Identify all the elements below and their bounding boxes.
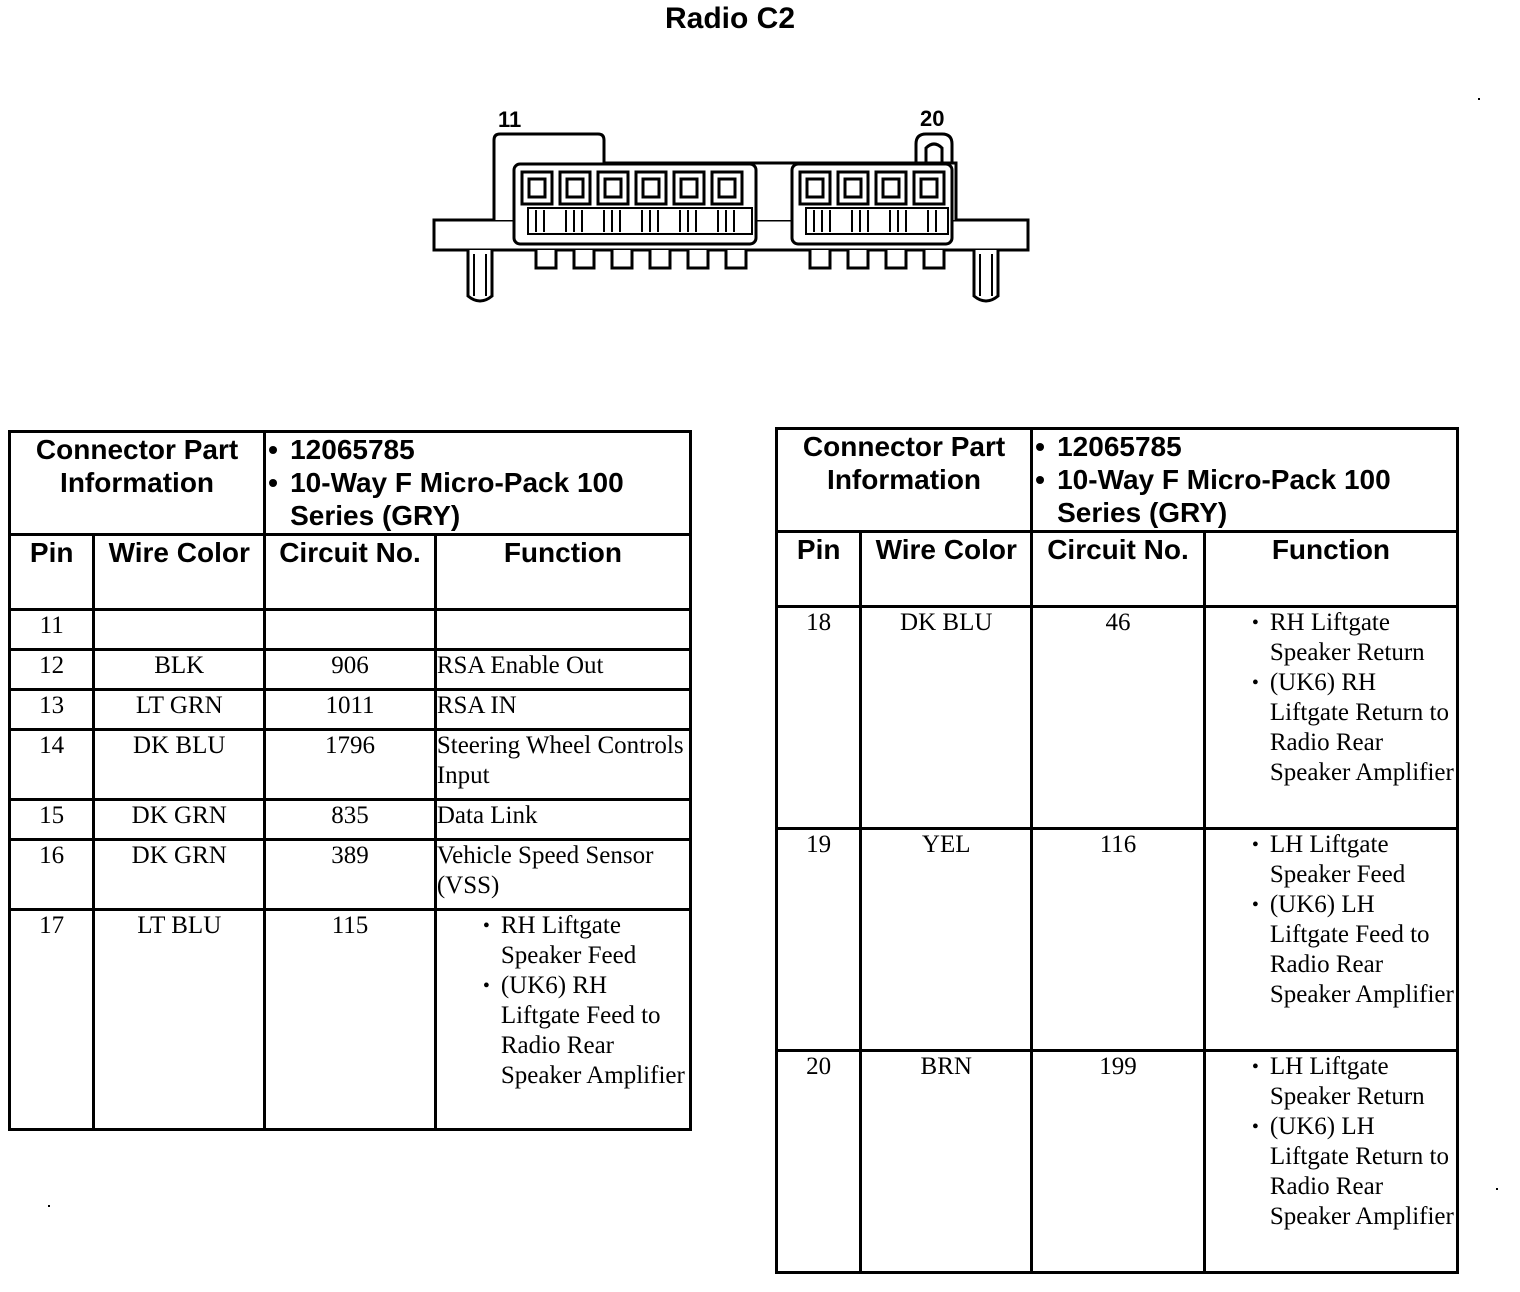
function-item: LH Liftgate Speaker Feed <box>1252 830 1456 890</box>
header-function: Function <box>1202 530 1460 608</box>
header-wire-color: Wire Color <box>859 530 1034 608</box>
connector-part-label: Connector Part Information <box>774 427 1034 533</box>
table-row: 13 LT GRN 1011 RSA IN <box>7 688 693 731</box>
wire-cell: DK GRN <box>92 838 267 911</box>
part-number: 12065785 <box>1033 430 1456 463</box>
connector-part-info: 12065785 10-Way F Micro-Pack 100 Series … <box>263 430 692 536</box>
header-row: Pin Wire Color Circuit No. Function <box>7 533 693 611</box>
table-row: 12 BLK 906 RSA Enable Out <box>7 648 693 691</box>
wire-cell <box>92 608 267 651</box>
function-item: (UK6) RH Liftgate Return to Radio Rear S… <box>1252 668 1456 788</box>
wire-cell: BRN <box>859 1049 1034 1274</box>
table-row: 20 BRN 199 LH Liftgate Speaker Return (U… <box>774 1049 1460 1274</box>
pin-cell: 13 <box>7 688 96 731</box>
header-row: Pin Wire Color Circuit No. Function <box>774 530 1460 608</box>
connector-part-label: Connector Part Information <box>7 430 267 536</box>
right-terminal-row <box>798 170 946 206</box>
function-item: RH Liftgate Speaker Return <box>1252 608 1456 668</box>
table-row: 15 DK GRN 835 Data Link <box>7 798 693 841</box>
part-number: 12065785 <box>266 433 689 466</box>
function-cell: RSA Enable Out <box>433 648 693 691</box>
pin-cell: 16 <box>7 838 96 911</box>
pin-cell: 18 <box>774 605 863 830</box>
header-wire-color: Wire Color <box>92 533 267 611</box>
left-terminal-row <box>520 170 744 206</box>
wire-cell: DK GRN <box>92 798 267 841</box>
circuit-cell: 199 <box>1030 1049 1206 1274</box>
table-row: 14 DK BLU 1796 Steering Wheel Controls I… <box>7 728 693 801</box>
pin-label-left: 11 <box>498 107 521 132</box>
wire-cell: DK BLU <box>92 728 267 801</box>
function-cell: Vehicle Speed Sensor (VSS) <box>433 838 693 911</box>
connector-part-info: 12065785 10-Way F Micro-Pack 100 Series … <box>1030 427 1459 533</box>
table-row: 11 <box>7 608 693 651</box>
function-cell: RSA IN <box>433 688 693 731</box>
function-cell <box>433 608 693 651</box>
function-item: (UK6) RH Liftgate Feed to Radio Rear Spe… <box>483 971 689 1091</box>
header-pin: Pin <box>774 530 863 608</box>
wire-cell: BLK <box>92 648 267 691</box>
function-item: (UK6) LH Liftgate Return to Radio Rear S… <box>1252 1112 1456 1232</box>
circuit-cell: 116 <box>1030 827 1206 1052</box>
scan-speck <box>1496 1188 1498 1190</box>
table-row: 19 YEL 116 LH Liftgate Speaker Feed (UK6… <box>774 827 1460 1052</box>
wire-cell: LT GRN <box>92 688 267 731</box>
part-description: 10-Way F Micro-Pack 100 Series (GRY) <box>1033 463 1456 529</box>
circuit-cell: 46 <box>1030 605 1206 830</box>
circuit-cell: 835 <box>263 798 437 841</box>
function-cell: RH Liftgate Speaker Return (UK6) RH Lift… <box>1202 605 1460 830</box>
function-cell: RH Liftgate Speaker Feed (UK6) RH Liftga… <box>433 908 693 1131</box>
scan-speck <box>1478 98 1480 100</box>
pin-cell: 14 <box>7 728 96 801</box>
header-circuit: Circuit No. <box>263 533 437 611</box>
function-cell: LH Liftgate Speaker Return (UK6) LH Lift… <box>1202 1049 1460 1274</box>
circuit-cell: 115 <box>263 908 437 1131</box>
function-item: RH Liftgate Speaker Feed <box>483 911 689 971</box>
pin-cell: 12 <box>7 648 96 691</box>
wire-cell: DK BLU <box>859 605 1034 830</box>
table-row: 18 DK BLU 46 RH Liftgate Speaker Return … <box>774 605 1460 830</box>
table-row: 17 LT BLU 115 RH Liftgate Speaker Feed (… <box>7 908 693 1131</box>
pinout-table-right: Connector Part Information 12065785 10-W… <box>774 427 1460 1274</box>
header-function: Function <box>433 533 693 611</box>
wire-cell: LT BLU <box>92 908 267 1131</box>
pinout-table-left: Connector Part Information 12065785 10-W… <box>7 430 693 1131</box>
circuit-cell: 906 <box>263 648 437 691</box>
pin-cell: 11 <box>7 608 96 651</box>
function-cell: Data Link <box>433 798 693 841</box>
function-cell: LH Liftgate Speaker Feed (UK6) LH Liftga… <box>1202 827 1460 1052</box>
circuit-cell <box>263 608 437 651</box>
header-pin: Pin <box>7 533 96 611</box>
function-item: (UK6) LH Liftgate Feed to Radio Rear Spe… <box>1252 890 1456 1010</box>
function-cell: Steering Wheel Controls Input <box>433 728 693 801</box>
part-description: 10-Way F Micro-Pack 100 Series (GRY) <box>266 466 689 532</box>
pin-cell: 17 <box>7 908 96 1131</box>
connector-diagram: 11 20 <box>432 106 1030 303</box>
circuit-cell: 1011 <box>263 688 437 731</box>
connector-part-row: Connector Part Information 12065785 10-W… <box>774 427 1459 533</box>
function-item: LH Liftgate Speaker Return <box>1252 1052 1456 1112</box>
wire-cell: YEL <box>859 827 1034 1052</box>
pin-cell: 15 <box>7 798 96 841</box>
pin-cell: 19 <box>774 827 863 1052</box>
connector-part-row: Connector Part Information 12065785 10-W… <box>7 430 692 536</box>
table-row: 16 DK GRN 389 Vehicle Speed Sensor (VSS) <box>7 838 693 911</box>
circuit-cell: 1796 <box>263 728 437 801</box>
page-title: Radio C2 <box>664 2 796 35</box>
pin-label-right: 20 <box>920 106 944 131</box>
scan-speck <box>48 1205 50 1207</box>
circuit-cell: 389 <box>263 838 437 911</box>
pin-cell: 20 <box>774 1049 863 1274</box>
header-circuit: Circuit No. <box>1030 530 1206 608</box>
